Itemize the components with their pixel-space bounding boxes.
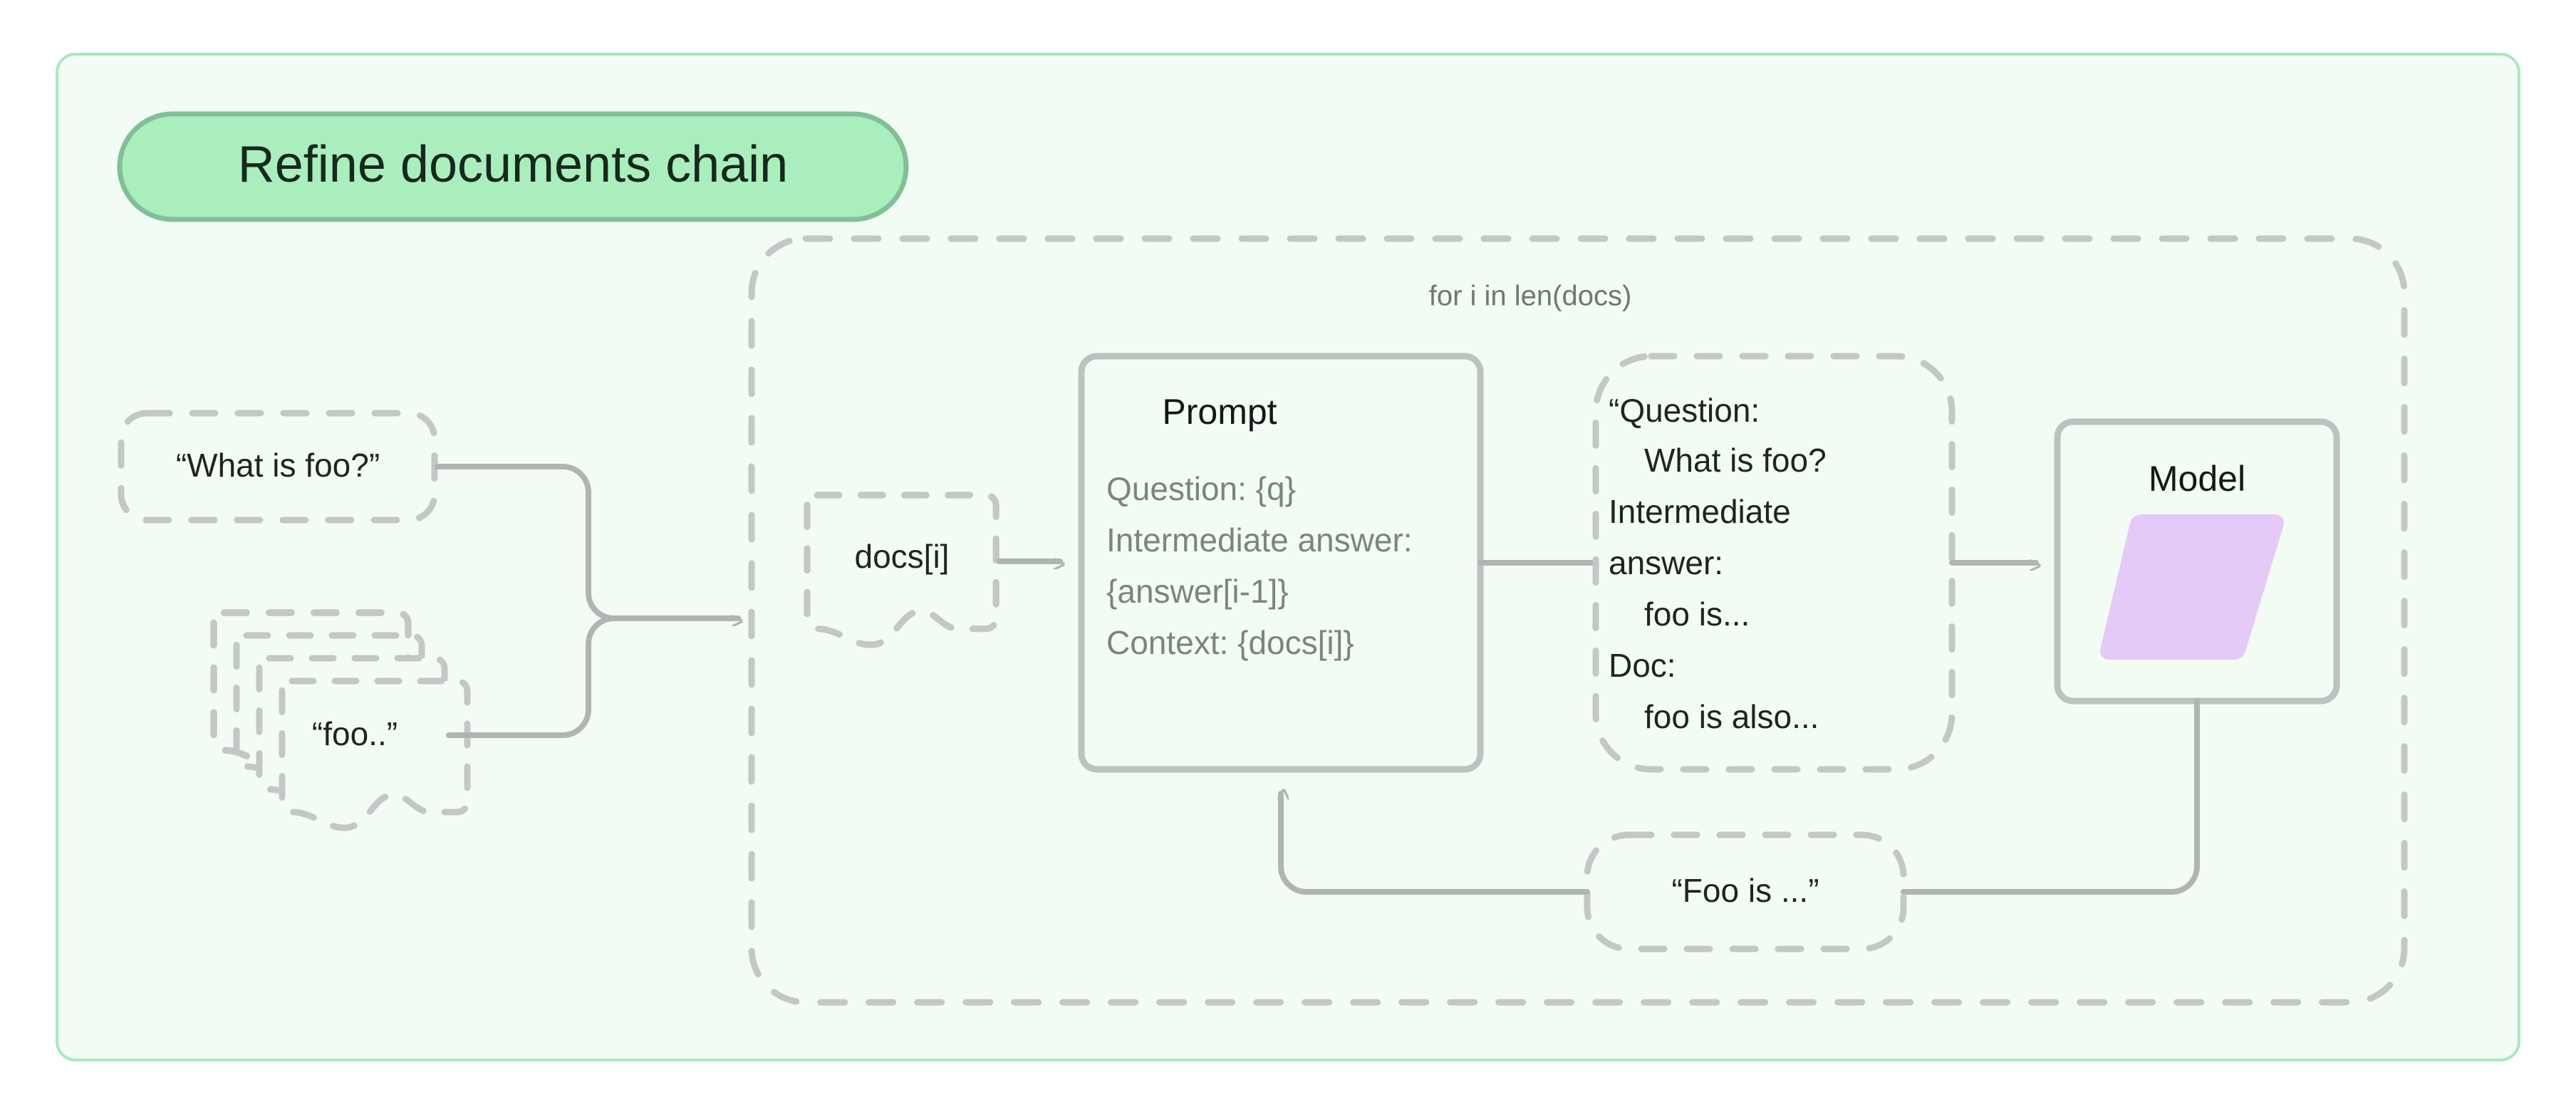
answer-output-label: “Foo is ...” [1671, 872, 1819, 909]
loop-caption: for i in len(docs) [1429, 281, 1632, 312]
docs-stack-node[interactable]: “foo..” [214, 613, 467, 828]
page-title: Refine documents chain [238, 136, 788, 193]
filled-prompt-node[interactable] [1592, 353, 1956, 773]
parallelogram-icon [2100, 514, 2284, 660]
model-box-title: Model [2149, 459, 2245, 499]
filled-prompt-line-4: foo is... [1644, 596, 1750, 633]
edge-question-to-merge [435, 464, 722, 621]
edge-answer-to-prompt [1281, 794, 1590, 895]
prompt-box-title: Prompt [1162, 392, 1277, 432]
edge-model-to-answer [1901, 698, 2200, 895]
title-badge [117, 111, 909, 222]
filled-prompt-line-1: What is foo? [1644, 442, 1827, 479]
edge-docs-to-merge [446, 615, 722, 738]
filled-prompt-line-0: “Question: [1609, 392, 1760, 429]
filled-prompt-line-3: answer: [1609, 544, 1723, 581]
prompt-body-line-1: Intermediate answer: [1106, 521, 1413, 558]
docs-index-node[interactable]: docs[i] [807, 495, 996, 645]
loop-boundary [748, 235, 2408, 1006]
prompt-body-line-0: Question: {q} [1106, 470, 1296, 507]
docs-stack-label: “foo..” [312, 715, 398, 752]
question-input-label: “What is foo?” [176, 447, 380, 484]
prompt-body-line-2: {answer[i-1]} [1106, 573, 1289, 610]
filled-prompt-line-2: Intermediate [1609, 493, 1791, 530]
prompt-body-line-3: Context: {docs[i]} [1106, 624, 1354, 661]
filled-prompt-line-6: foo is also... [1644, 698, 1819, 735]
prompt-box[interactable] [1078, 353, 1484, 773]
filled-prompt-line-5: Doc: [1609, 647, 1676, 684]
docs-index-label: docs[i] [855, 538, 950, 575]
